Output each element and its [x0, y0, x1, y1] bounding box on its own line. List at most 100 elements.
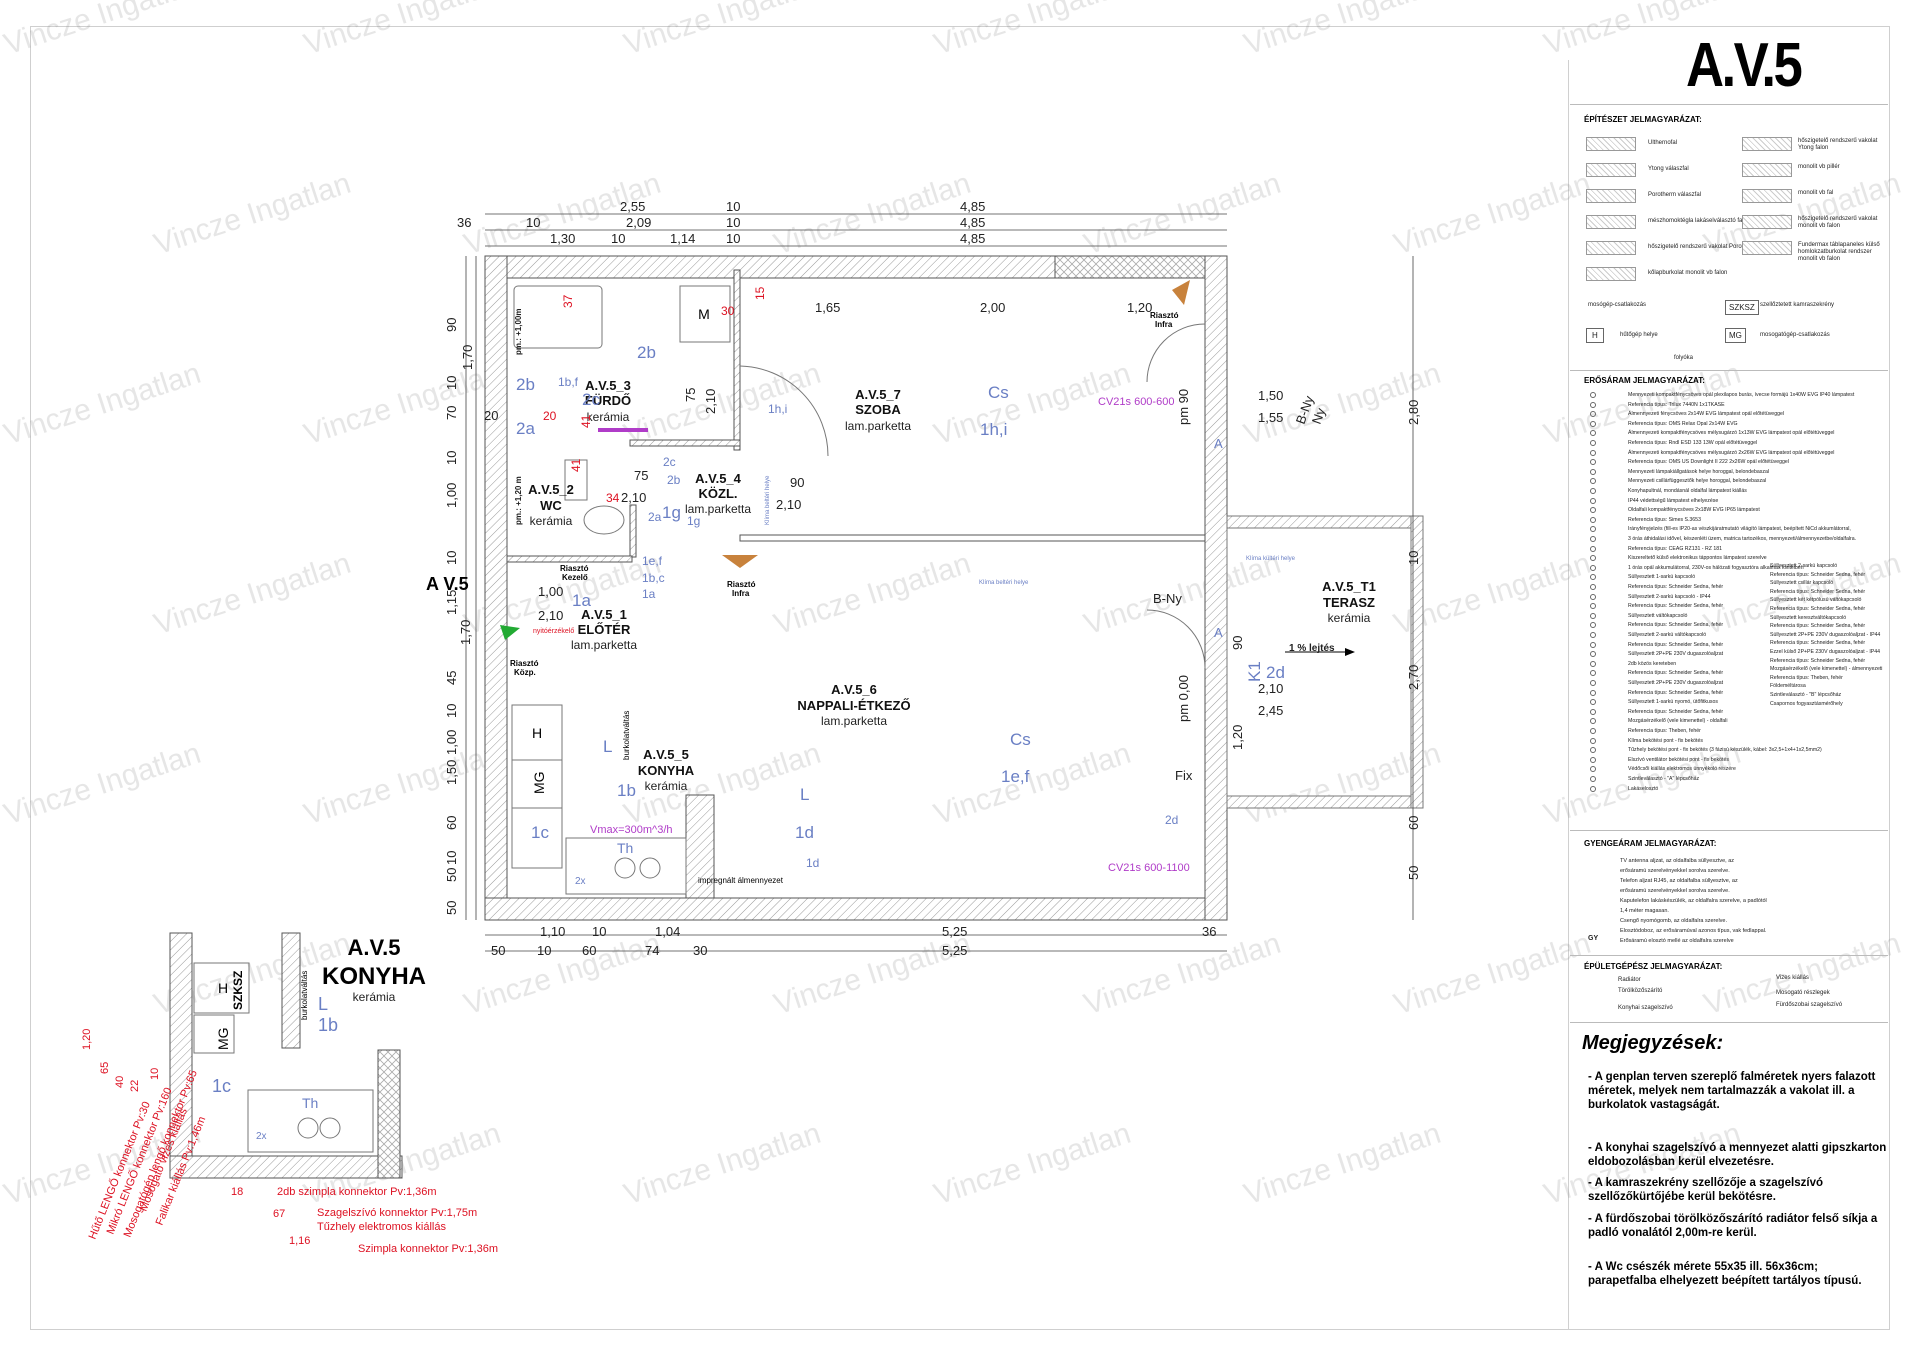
washer-label: M	[698, 306, 710, 322]
burner	[639, 857, 661, 879]
mark-blue: L	[603, 737, 612, 756]
dim-right: 10	[1406, 551, 1421, 565]
alarm-label: Infra	[1155, 320, 1173, 329]
legend-text: Mennyezeti lámpakiállgatások helye horog…	[1628, 468, 1770, 475]
mark-blue: 1b,f	[558, 375, 579, 389]
dim-bottom: 30	[693, 943, 707, 958]
dim-top: 4,85	[960, 215, 985, 230]
cv-label: CV21s 600-1100	[1108, 862, 1190, 874]
legend-text: Süllyesztett 2P+PE 230V dugaszolóaljzat	[1628, 651, 1724, 658]
dim-left: 45	[444, 671, 459, 685]
dim-top: 4,85	[960, 231, 985, 246]
legend-text: Kiszereltető külső elektronikus tápponto…	[1628, 555, 1767, 562]
kd-title-1: A.V.5	[347, 935, 400, 960]
legend-text: Referencia típus: OMS Relax Opal 2x14W E…	[1628, 420, 1738, 427]
legend-text: Elszívó ventilátor bekötési pont - fix b…	[1628, 756, 1729, 763]
kd-mg-box	[193, 1014, 235, 1054]
dim-inner: 90	[790, 475, 804, 490]
legend-symbol-icon	[1590, 699, 1596, 706]
door-swing-terrace	[1146, 609, 1206, 669]
kd-floor: kerámia	[353, 990, 396, 1004]
legend-symbol-icon	[1590, 430, 1596, 437]
legend-separator	[1570, 104, 1888, 105]
legend-text: Tűzhely bekötési pont - fix bekötés (3 f…	[1628, 747, 1822, 754]
legend-symbol-icon	[1590, 468, 1596, 475]
note-item: - A Wc csészék mérete 55x35 ill. 56x36cm…	[1588, 1261, 1862, 1287]
alarm-label: Infra	[732, 589, 750, 598]
wall-kitchen-column	[685, 794, 715, 899]
mark-blue: 2b	[637, 343, 656, 362]
legend-text: 1,4 méter magasan.	[1620, 908, 1669, 914]
legend-text: Referencia típus: Schneider Sedna, fehér	[1770, 640, 1866, 647]
mark-blue: Cs	[1010, 730, 1031, 749]
kd-mark: 2x	[256, 1131, 267, 1142]
legend-symbol-icon	[1590, 622, 1596, 629]
kd-vdim: 40	[114, 1076, 126, 1088]
room-code: A.V.5_1	[581, 607, 627, 622]
room-name: ELŐTÉR	[578, 622, 631, 637]
dim-top: 1,30	[550, 231, 575, 246]
legend-text: Erősáramú elosztó mellé az oldalfalra sz…	[1620, 938, 1734, 944]
kitchen-detail	[169, 932, 403, 1179]
legend-symbol-icon	[1590, 440, 1596, 446]
dim-top: 2,09	[626, 215, 651, 230]
room-floor: lam.parketta	[821, 714, 887, 728]
legend-text: Konyhai szagelszívó	[1618, 1005, 1673, 1011]
wall-wc-south	[506, 555, 633, 563]
legend-text: szellőztetett kamraszekrény	[1760, 302, 1835, 308]
legend-swatch	[1586, 189, 1636, 203]
kd-mg-label: MG	[215, 1027, 231, 1050]
kd-bdim: 67	[273, 1208, 285, 1220]
dim-left: 50	[444, 901, 459, 915]
height-note: pm.: +1,00m	[514, 309, 523, 355]
room-floor: kerámia	[530, 514, 573, 528]
dim-inner: 2,10	[621, 490, 646, 505]
terrace-rail-top	[1226, 515, 1424, 529]
room-floor: lam.parketta	[685, 502, 751, 516]
doors	[739, 323, 1206, 669]
legend-text: Referencia típus: Rndl ESD 133 13W opál …	[1628, 440, 1758, 446]
wall-west	[484, 255, 508, 921]
legend-text: folyóka	[1674, 355, 1694, 361]
dim-inner: 1,50	[1258, 388, 1283, 403]
legend-text: Szintleválasztó - "A" lépcsőház	[1628, 776, 1700, 782]
dim-inner: 1,20	[1230, 725, 1245, 750]
legend-text: Referencia típus: Schneider Sedna, fehér	[1770, 657, 1866, 664]
legend-text: Referencia típus: Schneider Sedna, fehér	[1628, 603, 1724, 610]
legend-text: 3 órás áthidalási idővel, készenléti üze…	[1628, 536, 1857, 542]
dim-left: 10	[444, 851, 459, 865]
kd-vdim: 22	[129, 1080, 141, 1092]
mark-blue: 1e,f	[1001, 767, 1030, 786]
dim-bottom: 5,25	[942, 924, 967, 939]
legend-text: hőszigetelő rendszerű vakolat monolit vb…	[1798, 216, 1878, 229]
wall-bath-east	[733, 269, 741, 451]
legend-text: Süllyesztett 2-sarkú váltókapcsoló	[1628, 632, 1707, 638]
dim-top: 10	[726, 199, 740, 214]
legend-text: Referencia típus: Schneider Sedna, fehér	[1770, 623, 1866, 630]
legend-text: Mozgásérzékelő (vele kimenettel) - oldal…	[1628, 718, 1728, 725]
kd-vdim: 65	[99, 1062, 111, 1074]
legend-symbol-icon	[1590, 785, 1596, 792]
room-code: A.V.5_7	[855, 387, 901, 402]
mark-blue: 2a	[516, 419, 535, 438]
legend-symbol-icon	[1590, 401, 1596, 408]
alarm-label: Riasztó	[510, 659, 539, 668]
walls	[484, 255, 1228, 921]
legend-text: Szintleválasztó - "B" lépcsőház	[1770, 692, 1842, 698]
legend-heading-arch: ÉPÍTÉSZET JELMAGYARÁZAT:	[1584, 115, 1702, 124]
legend-text: Süllyesztett 1-sarkú nyomó, ütőfitkusos	[1628, 699, 1718, 706]
dim-top: 36	[457, 215, 471, 230]
dim-bottom: 60	[582, 943, 596, 958]
dims-right: 2,80 10 2,70 60 50	[1406, 400, 1421, 880]
dim-inner: pm 90	[1176, 389, 1191, 425]
radiator-a-label: A	[1214, 436, 1223, 451]
room-code: A.V.5_3	[585, 378, 631, 393]
mark-blue: 2c	[582, 390, 600, 409]
legend-text: Porotherm válaszfal	[1648, 192, 1702, 198]
dim-inner: 2,10	[703, 389, 718, 414]
kd-mark: L	[318, 994, 328, 1014]
dim-bottom: 1,04	[655, 924, 680, 939]
mark-blue: 1e,f	[642, 554, 663, 568]
sensor-note: nyitóérzékelő	[533, 628, 574, 635]
